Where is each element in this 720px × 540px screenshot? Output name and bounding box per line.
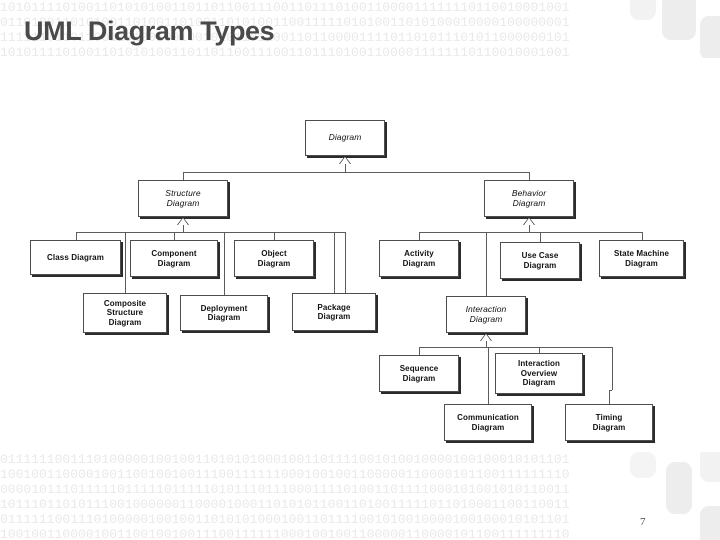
uml-node-class-diagram[interactable]: Class Diagram	[30, 240, 121, 275]
connector-to-timing-diagram	[609, 390, 610, 404]
generalization-arrowhead-fill	[340, 157, 350, 164]
connector-to-interaction-diagram	[486, 232, 487, 296]
connector-to-communication-diagram	[488, 347, 489, 404]
connector-to-interaction-overview-diagram	[539, 347, 540, 353]
generalization-arrowhead-fill	[524, 218, 534, 225]
connector-to-state-machine-diagram	[641, 232, 643, 240]
connector-behavior-stem	[529, 225, 530, 232]
uml-node-diagram[interactable]: Diagram	[305, 120, 385, 156]
connector-to-object-diagram	[274, 232, 275, 240]
connector-to-class-diagram	[75, 232, 77, 240]
connector-package-riser	[345, 232, 346, 305]
page-title: UML Diagram Types	[24, 16, 275, 46]
connector-bus-structure	[75, 232, 345, 233]
connector-timing-elbow	[609, 390, 612, 391]
page-number: 7	[640, 516, 646, 528]
connector-to-package-diagram	[334, 232, 335, 293]
connector-root-stem	[345, 164, 346, 172]
connector-to-use-case-diagram	[540, 232, 541, 242]
uml-node-label: Diagram	[328, 132, 362, 143]
uml-node-label: Class Diagram	[47, 252, 104, 262]
connector-to-behavior	[529, 172, 530, 180]
generalization-arrowhead-fill	[481, 334, 491, 341]
connector-structure-stem	[183, 225, 184, 232]
connector-timing-riser	[612, 347, 613, 390]
connector-to-structure	[183, 172, 184, 180]
connector-to-composite-structure-diagram	[125, 232, 126, 293]
connector-to-deployment-diagram	[224, 232, 225, 295]
connector-to-component-diagram	[174, 232, 175, 240]
connector-to-activity-diagram	[419, 232, 420, 240]
connector-to-sequence-diagram	[419, 347, 420, 355]
connector-bus-interaction	[419, 347, 612, 348]
connector-bus-behavior	[419, 232, 642, 233]
generalization-arrowhead-fill	[178, 218, 188, 225]
connector-interaction-stem	[486, 341, 487, 347]
connector-bus-root	[183, 172, 529, 173]
